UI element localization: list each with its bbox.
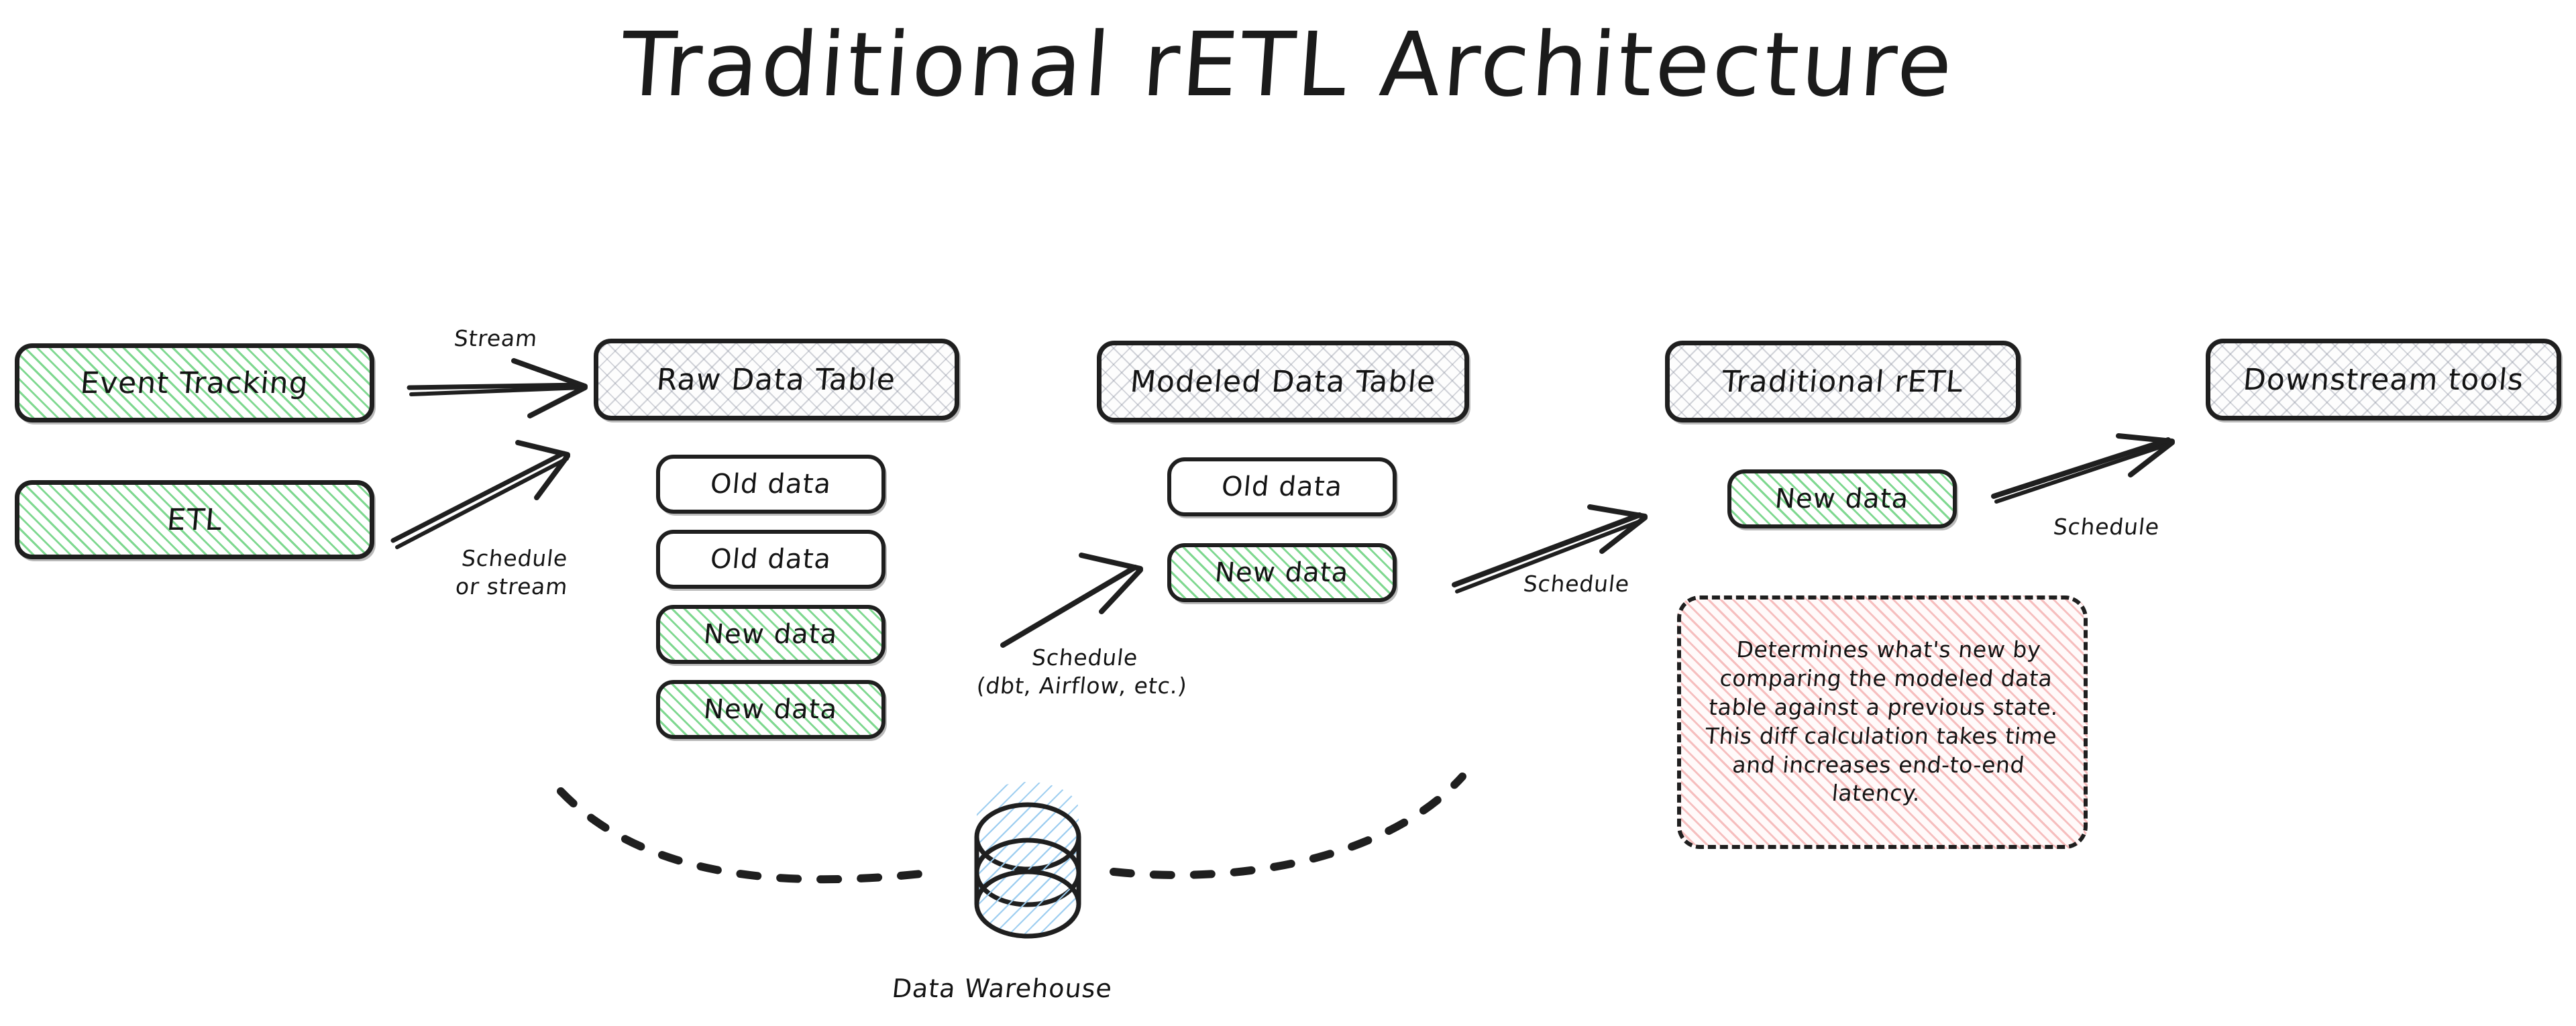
warehouse-scope-dashes (557, 773, 1466, 884)
modeled-row-1[interactable]: New data (1167, 543, 1397, 602)
arrow-retl-to-downstream (1991, 433, 2175, 504)
edge-label-stream: Stream (452, 325, 539, 351)
raw-row-2-label: New data (702, 619, 839, 650)
raw-row-2[interactable]: New data (656, 605, 885, 664)
page-title: Traditional rETL Architecture (618, 13, 1958, 117)
arrow-raw-to-modeled (1000, 553, 1143, 648)
modeled-row-0-label: Old data (1220, 471, 1344, 502)
node-downstream-tools-label: Downstream tools (2241, 362, 2526, 397)
raw-row-1-label: Old data (708, 544, 833, 575)
node-etl[interactable]: ETL (15, 480, 374, 559)
node-raw-data-table-label: Raw Data Table (655, 362, 898, 397)
data-warehouse-label: Data Warehouse (890, 974, 1114, 1003)
retl-note: Determines what's new by comparing the m… (1677, 595, 2088, 849)
modeled-row-0[interactable]: Old data (1167, 457, 1397, 516)
edge-label-schedule-downstream: Schedule (2051, 514, 2161, 540)
node-etl-label: ETL (165, 502, 224, 537)
node-traditional-retl-label: Traditional rETL (1720, 364, 1966, 399)
edge-label-schedule-or-stream: Schedule or stream (454, 545, 570, 600)
data-warehouse-cylinder (974, 782, 1081, 939)
retl-row-0[interactable]: New data (1727, 469, 1957, 528)
node-traditional-retl[interactable]: Traditional rETL (1665, 341, 2021, 422)
node-event-tracking[interactable]: Event Tracking (15, 343, 374, 422)
node-event-tracking-label: Event Tracking (78, 365, 311, 400)
raw-row-0-label: Old data (708, 469, 833, 500)
raw-row-1[interactable]: Old data (656, 530, 885, 589)
node-modeled-data-table[interactable]: Modeled Data Table (1097, 341, 1469, 422)
retl-note-text: Determines what's new by comparing the m… (1704, 636, 2060, 807)
retl-row-0-label: New data (1774, 483, 1911, 514)
edge-label-schedule-retl: Schedule (1521, 571, 1631, 597)
edge-label-schedule-dbt: Schedule (dbt, Airflow, etc.) (975, 644, 1189, 699)
raw-row-3-label: New data (702, 694, 839, 725)
arrow-event-tracking-to-raw (407, 358, 588, 418)
node-modeled-data-table-label: Modeled Data Table (1128, 364, 1438, 399)
arrow-etl-to-raw (390, 440, 570, 549)
node-downstream-tools[interactable]: Downstream tools (2206, 339, 2561, 420)
raw-row-3[interactable]: New data (656, 680, 885, 739)
raw-row-0[interactable]: Old data (656, 455, 885, 514)
modeled-row-1-label: New data (1214, 557, 1350, 588)
node-raw-data-table[interactable]: Raw Data Table (594, 339, 959, 420)
